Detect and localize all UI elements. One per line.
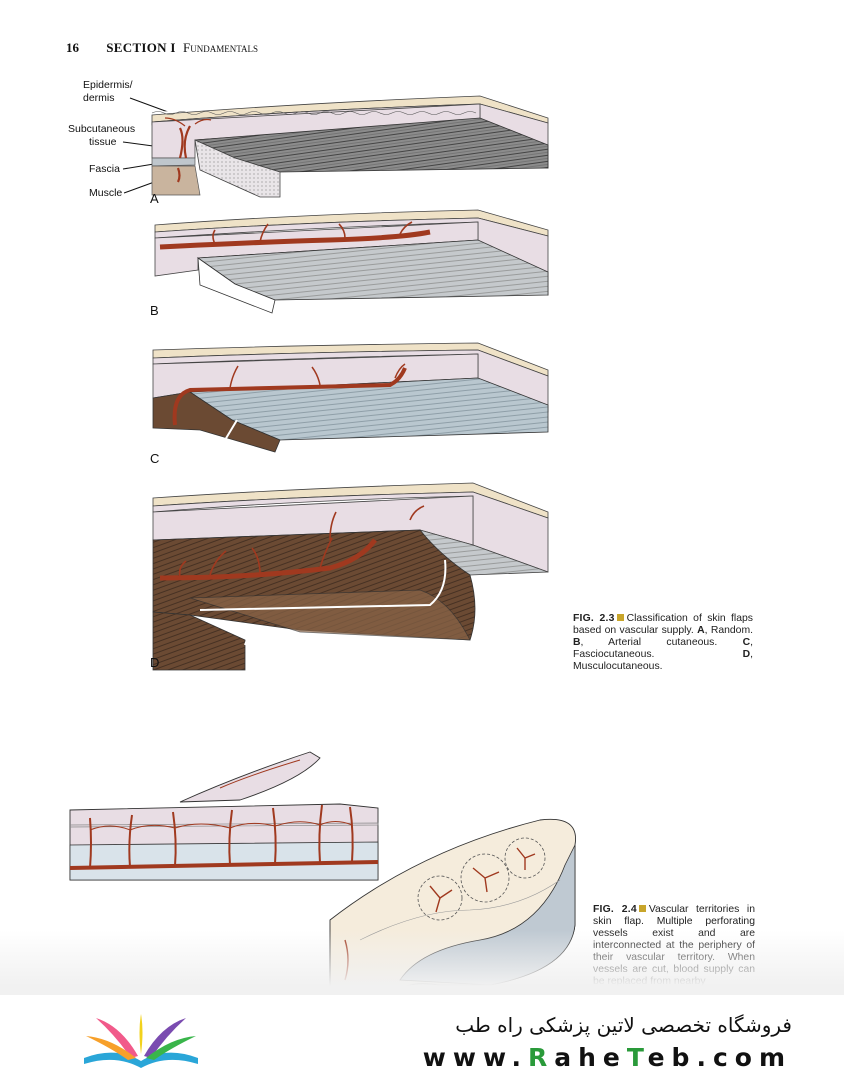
panel-b-arterial-flap: B bbox=[150, 209, 549, 318]
skin-strip-drawing bbox=[69, 751, 379, 881]
panel-a-random-flap: A bbox=[150, 95, 549, 206]
caption-text-b: , Arterial cutaneous. bbox=[580, 637, 743, 648]
running-header: 16 SECTION I Fundamentals bbox=[66, 40, 258, 56]
caption-text-a: , Random. bbox=[704, 625, 754, 636]
label-subcutaneous-2: tissue bbox=[89, 136, 117, 148]
caption-square-icon bbox=[616, 614, 624, 621]
url-part-r: R bbox=[527, 1043, 555, 1072]
caption-text-d: , Musculocutaneous. bbox=[573, 649, 753, 672]
label-muscle: Muscle bbox=[89, 187, 122, 199]
page-number: 16 bbox=[66, 40, 79, 55]
section-label: SECTION I bbox=[106, 40, 176, 55]
scan-fade bbox=[0, 930, 844, 1000]
caption-key-c: C bbox=[742, 637, 751, 648]
figure-2-3-number: FIG. 2.3 bbox=[573, 613, 615, 624]
caption-key-b: B bbox=[573, 637, 581, 648]
figure-2-3-illustration: Epidermis/ dermis Subcutaneous tissue Fa… bbox=[68, 79, 549, 671]
panel-label-b: B bbox=[150, 303, 159, 318]
figure-2-4-number: FIG. 2.4 bbox=[593, 904, 637, 915]
shop-url[interactable]: www.RaheTeb.com bbox=[423, 1043, 792, 1072]
url-part-com: .com bbox=[696, 1043, 792, 1072]
url-part-eb: eb bbox=[647, 1043, 697, 1072]
panel-d-musculocutaneous-flap: D bbox=[150, 482, 549, 671]
label-epidermis-2: dermis bbox=[83, 92, 115, 104]
caption-key-a: A bbox=[697, 625, 705, 636]
caption-square-icon bbox=[638, 905, 646, 912]
url-part-www: www. bbox=[422, 1043, 528, 1072]
shop-name: فروشگاه تخصصی لاتین پزشکی راه طب bbox=[455, 1013, 792, 1037]
figure-2-3-caption-text: Classification of skin flaps based on va… bbox=[573, 613, 753, 636]
panel-label-c: C bbox=[150, 451, 159, 466]
label-epidermis-1: Epidermis/ bbox=[83, 79, 133, 91]
panel-label-d: D bbox=[150, 655, 159, 670]
section-title: Fundamentals bbox=[183, 40, 259, 55]
label-subcutaneous-1: Subcutaneous bbox=[68, 123, 135, 135]
layer-labels: Epidermis/ dermis Subcutaneous tissue Fa… bbox=[68, 79, 135, 199]
label-fascia: Fascia bbox=[89, 163, 120, 175]
url-part-t: T bbox=[626, 1043, 648, 1072]
panel-label-a: A bbox=[150, 191, 159, 206]
panel-c-fasciocutaneous-flap: C bbox=[150, 342, 549, 466]
book-logo-icon bbox=[84, 1014, 198, 1068]
url-part-ahe: ahe bbox=[554, 1043, 627, 1072]
caption-key-d: D bbox=[742, 649, 751, 660]
caption-text-c: , Fasciocutaneous. bbox=[573, 637, 753, 660]
